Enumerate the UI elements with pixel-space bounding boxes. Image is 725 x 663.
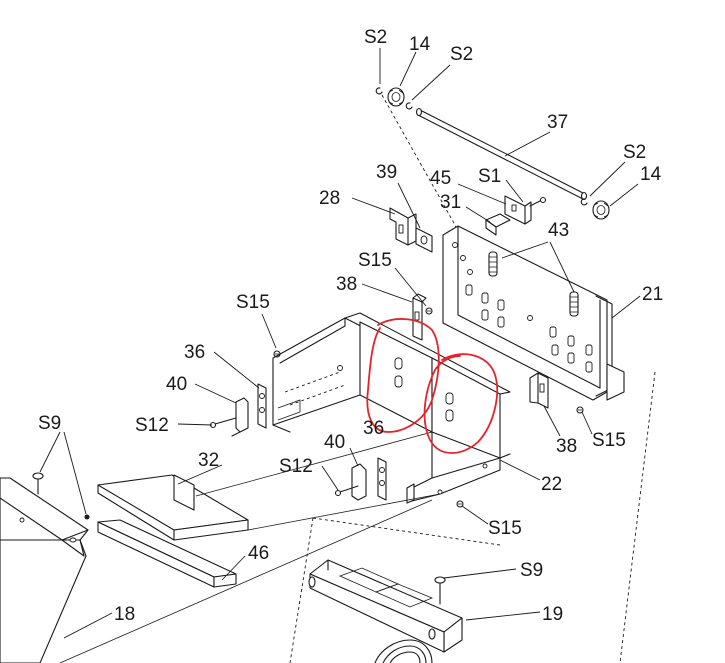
label-36-a: 36 — [184, 342, 205, 363]
boundary-dashed-left — [289, 517, 314, 663]
label-40-a: 40 — [166, 374, 187, 395]
label-32: 32 — [198, 450, 219, 471]
label-45: 45 — [430, 168, 451, 189]
chassis-frame-22 — [272, 312, 511, 503]
plate-36-left — [257, 383, 267, 429]
e-ring-s2-top-left — [375, 87, 383, 95]
spring-43-left — [488, 251, 498, 277]
label-s12-a: S12 — [135, 415, 169, 436]
label-38-b: 38 — [556, 436, 577, 457]
label-s2-top: S2 — [364, 27, 387, 48]
label-s1: S1 — [478, 166, 501, 187]
bearing-14-top — [387, 87, 405, 107]
bracket-40-lower — [351, 463, 367, 501]
bracket-28 — [389, 207, 417, 246]
latch-38-upper — [412, 293, 427, 341]
bearing-14-right — [592, 200, 610, 220]
e-ring-s2-top-right — [405, 102, 413, 110]
red-circle-right — [423, 353, 498, 454]
label-36-b: 36 — [363, 418, 384, 439]
label-22: 22 — [541, 474, 562, 495]
shaft-37 — [415, 107, 588, 201]
screw-s15-a — [425, 307, 433, 315]
boundary-dashed-right — [619, 371, 656, 663]
sensor-bracket-45 — [504, 195, 532, 225]
label-19: 19 — [542, 604, 563, 625]
leader-lines — [39, 48, 641, 639]
label-s15-c: S15 — [592, 430, 626, 451]
chassis-tab — [406, 483, 415, 504]
screw-s15-d — [456, 500, 464, 508]
sensor-31 — [485, 213, 511, 236]
red-circle-left — [366, 318, 440, 433]
label-37: 37 — [547, 112, 568, 133]
bracket-40-left — [231, 397, 249, 437]
chassis-long-edge-mid — [247, 493, 441, 531]
label-s9-left: S9 — [38, 413, 61, 434]
label-46: 46 — [248, 543, 269, 564]
boundary-dashed-top — [312, 517, 501, 546]
chassis-long-edge-upper — [195, 431, 433, 497]
screw-s15-c — [576, 406, 584, 414]
e-ring-s2-right — [580, 198, 588, 206]
label-s15-d: S15 — [488, 518, 522, 539]
label-s2-right: S2 — [623, 142, 646, 163]
label-14-right: 14 — [640, 164, 662, 185]
label-40-b: 40 — [324, 432, 345, 453]
screw-s9-right — [434, 576, 446, 605]
side-frame-21 — [442, 225, 625, 401]
screw-s1 — [529, 196, 547, 207]
latch-38-lower — [529, 372, 549, 409]
spring-43-right — [569, 291, 579, 317]
label-s9-right: S9 — [520, 560, 543, 581]
label-18: 18 — [114, 604, 135, 625]
screw-s12-lower — [334, 485, 359, 497]
label-s12-b: S12 — [279, 456, 313, 477]
base-tray-19 — [308, 559, 463, 653]
label-s15-a: S15 — [358, 250, 392, 271]
chassis-long-edge-lower — [59, 499, 433, 663]
label-14-top: 14 — [409, 34, 431, 55]
label-s2-top2: S2 — [450, 44, 473, 65]
label-21: 21 — [642, 284, 663, 305]
label-39: 39 — [376, 162, 397, 183]
cable-coil — [374, 639, 433, 663]
label-28: 28 — [319, 188, 340, 209]
cover-18 — [0, 477, 89, 663]
screw-s9-small — [84, 514, 90, 520]
plate-36-lower — [377, 457, 387, 501]
label-38-a: 38 — [336, 274, 357, 295]
screw-s9-left — [32, 472, 44, 495]
label-43: 43 — [548, 220, 569, 241]
callout-labels: S2 14 S2 37 S2 14 39 45 S1 28 31 43 S15 … — [38, 27, 663, 625]
screw-s12-left — [209, 417, 237, 429]
pad-46 — [97, 519, 237, 588]
plate-39 — [415, 227, 433, 253]
label-s15-b: S15 — [236, 292, 270, 313]
label-31: 31 — [440, 192, 461, 213]
